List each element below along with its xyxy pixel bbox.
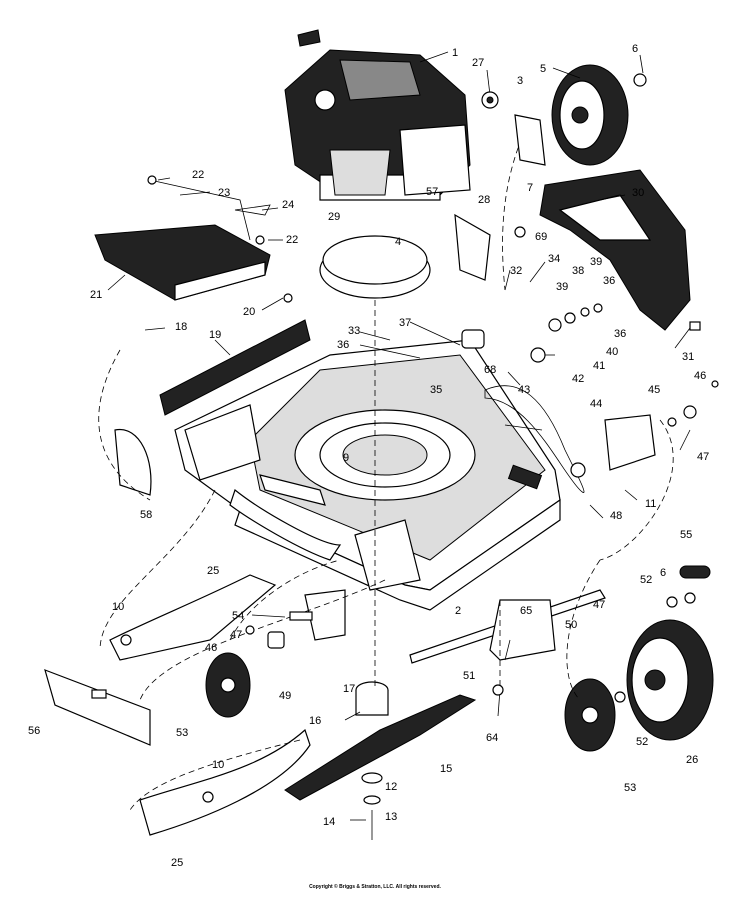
small-hardware: [120, 91, 719, 803]
callout-12: 12: [385, 781, 397, 793]
callout-47-left: 47: [230, 629, 242, 641]
callout-36-c: 36: [337, 339, 349, 351]
callout-53-left: 53: [176, 727, 188, 739]
callout-21: 21: [90, 289, 102, 301]
callout-36-b: 36: [614, 328, 626, 340]
copyright-notice: Copyright © Briggs & Stratton, LLC. All …: [309, 884, 441, 890]
callout-49: 49: [279, 690, 291, 702]
callout-69: 69: [535, 231, 547, 243]
deck-baffles: [109, 574, 311, 836]
callout-19: 19: [209, 329, 221, 341]
callout-16: 16: [309, 715, 321, 727]
callout-41: 41: [593, 360, 605, 372]
callout-18: 18: [175, 321, 187, 333]
callout-64: 64: [486, 732, 498, 744]
callout-38: 38: [572, 265, 584, 277]
callout-27: 27: [472, 57, 484, 69]
callout-30: 30: [632, 187, 644, 199]
callout-13: 13: [385, 811, 397, 823]
callout-50: 50: [565, 619, 577, 631]
callout-4: 4: [395, 236, 401, 248]
callout-45: 45: [648, 384, 660, 396]
callout-46-left: 46: [205, 642, 217, 654]
callout-39-a: 39: [590, 256, 602, 268]
callout-labels: 1 27 5 6 3 28 7 30 22 23 24 29 4 57 22 6…: [28, 43, 709, 869]
callout-52-right: 52: [640, 574, 652, 586]
callout-57: 57: [426, 186, 438, 198]
callout-25-top: 25: [207, 565, 219, 577]
callout-46-right: 46: [694, 370, 706, 382]
callout-39-b: 39: [556, 281, 568, 293]
callout-25-bottom: 25: [171, 857, 183, 869]
mower-deck: [174, 339, 561, 611]
mulch-plug: [44, 669, 151, 746]
callout-52-bottom: 52: [636, 736, 648, 748]
callout-5: 5: [540, 63, 546, 75]
callout-28: 28: [478, 194, 490, 206]
callout-35: 35: [430, 384, 442, 396]
callout-65: 65: [520, 605, 532, 617]
callout-22-top: 22: [192, 169, 204, 181]
callout-47-mid: 47: [593, 599, 605, 611]
callout-7: 7: [527, 182, 533, 194]
callout-54: 54: [232, 610, 244, 622]
rear-baffle: [159, 319, 311, 416]
callout-34: 34: [548, 253, 560, 265]
callout-48: 48: [610, 510, 622, 522]
callout-33: 33: [348, 325, 360, 337]
blade-assembly: [284, 681, 477, 840]
rear-wheel-cover: [539, 169, 691, 331]
callout-51: 51: [463, 670, 475, 682]
callout-23: 23: [218, 187, 230, 199]
callout-43: 43: [518, 384, 530, 396]
callout-44: 44: [590, 398, 602, 410]
drive-belt: [484, 385, 586, 493]
callout-55: 55: [680, 529, 692, 541]
callout-15: 15: [440, 763, 452, 775]
callout-22-right: 22: [286, 234, 298, 246]
callout-53-right: 53: [624, 782, 636, 794]
callout-37: 37: [399, 317, 411, 329]
callout-1: 1: [452, 47, 458, 59]
callout-47-right: 47: [697, 451, 709, 463]
callout-6-bottom: 6: [660, 567, 666, 579]
seal-ring: [319, 235, 431, 299]
front-wheel: [626, 619, 714, 741]
leader-curves: [98, 119, 674, 811]
callout-17: 17: [343, 683, 355, 695]
height-adjusters: [114, 213, 656, 641]
callout-58: 58: [140, 509, 152, 521]
engine: [284, 29, 471, 201]
callout-31: 31: [682, 351, 694, 363]
callout-10-top: 10: [112, 601, 124, 613]
callout-24: 24: [282, 199, 294, 211]
callout-6-top: 6: [632, 43, 638, 55]
callout-14: 14: [323, 816, 335, 828]
callout-42: 42: [572, 373, 584, 385]
leader-lines: [107, 51, 691, 821]
callout-36-a: 36: [603, 275, 615, 287]
callout-2: 2: [455, 605, 461, 617]
chute-door: [94, 175, 271, 301]
callout-68: 68: [484, 364, 496, 376]
callout-40: 40: [606, 346, 618, 358]
callout-29: 29: [328, 211, 340, 223]
callout-3: 3: [517, 75, 523, 87]
axle-and-bracket: [409, 589, 606, 664]
callout-10-bottom: 10: [212, 759, 224, 771]
callout-20: 20: [243, 306, 255, 318]
callout-11: 11: [645, 498, 656, 510]
rear-wheel-top: [551, 64, 647, 166]
callout-26: 26: [686, 754, 698, 766]
callout-56: 56: [28, 725, 40, 737]
callout-9: 9: [343, 452, 349, 464]
callout-32: 32: [510, 265, 522, 277]
